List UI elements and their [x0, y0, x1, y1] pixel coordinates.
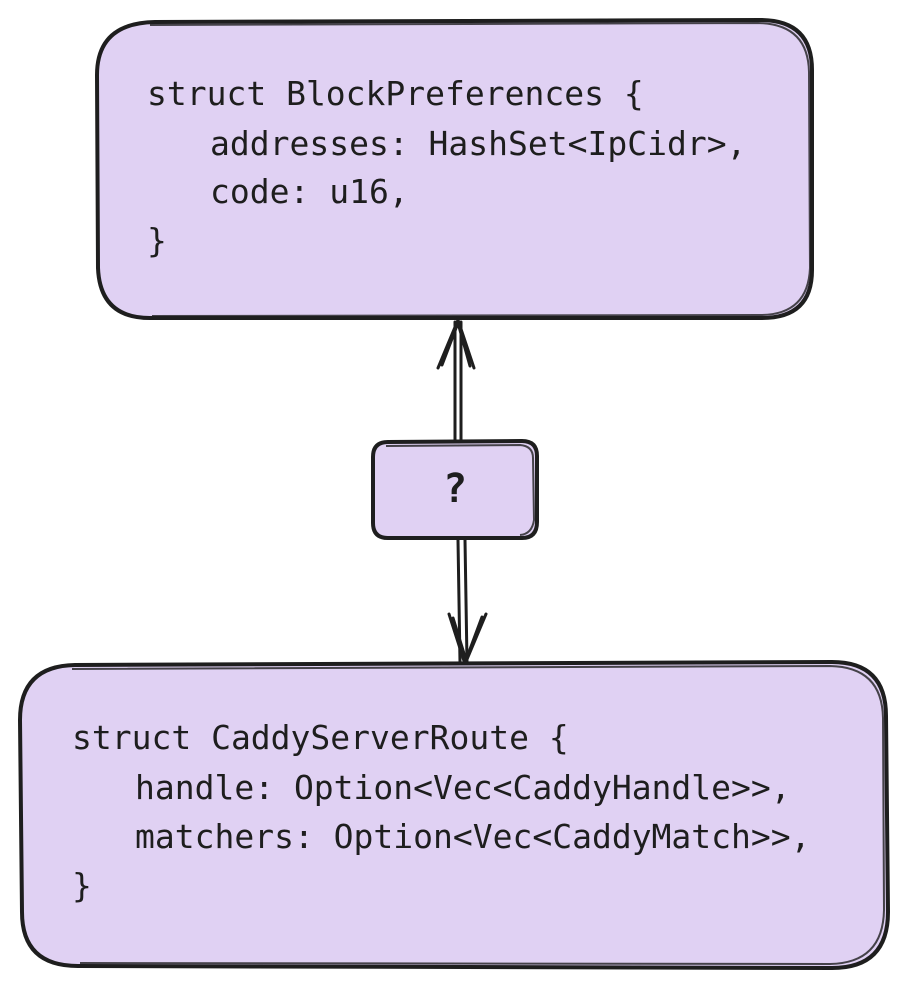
question-box[interactable]: ? [371, 439, 539, 540]
top-struct-box-sketch-stroke [149, 21, 812, 317]
top-code-line-2: addresses: HashSet<IpCidr>, [210, 124, 746, 163]
arrow-to-top [436, 318, 476, 442]
bottom-code-line-1: struct CaddyServerRoute { [72, 718, 569, 757]
top-struct-box-shape [95, 18, 814, 320]
bottom-code-line-4: } [72, 866, 92, 905]
arrow-to-top-shaft [453, 320, 463, 442]
top-struct-box[interactable]: struct BlockPreferences { addresses: Has… [95, 18, 814, 320]
arrow-to-top-head [436, 318, 476, 370]
question-box-sketch-stroke [385, 443, 536, 536]
top-code-line-1: struct BlockPreferences { [147, 74, 644, 113]
top-code-line-4: } [147, 221, 167, 260]
bottom-code-line-3: matchers: Option<Vec<CaddyMatch>>, [135, 817, 811, 856]
bottom-struct-box[interactable]: struct CaddyServerRoute { handle: Option… [18, 660, 890, 970]
bottom-code-line-2: handle: Option<Vec<CaddyHandle>>, [135, 768, 791, 807]
arrow-to-bottom [447, 538, 488, 666]
bottom-struct-box-sketch-stroke [71, 664, 886, 966]
bottom-struct-box-shape [18, 660, 890, 970]
top-code-line-3: code: u16, [210, 172, 409, 211]
question-label: ? [443, 466, 467, 512]
question-box-shape [371, 439, 539, 540]
